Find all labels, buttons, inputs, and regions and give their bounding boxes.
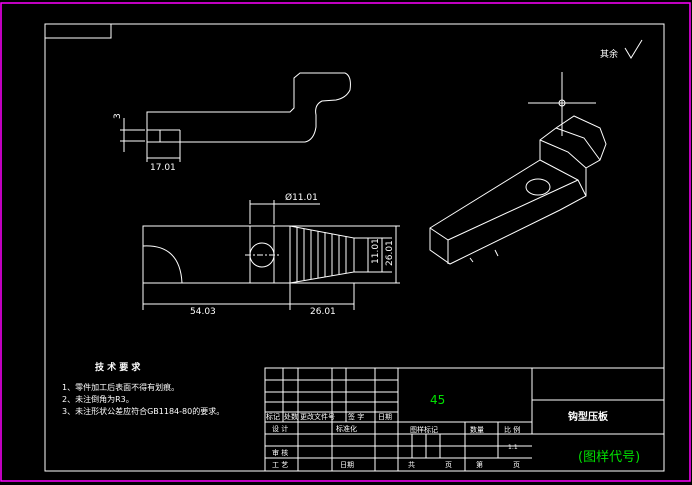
sheet-unit-2: 页 [513, 461, 520, 469]
date-label: 日期 [340, 461, 354, 469]
design-label: 设 计 [272, 424, 288, 433]
hdr-count: 处数 [284, 412, 298, 421]
sheet-unit-1: 页 [445, 461, 452, 469]
dim-cone-large: 26.01 [385, 240, 395, 266]
isometric-view [429, 72, 607, 265]
title-block-grid [264, 367, 665, 472]
scale-label: 比 例 [504, 425, 520, 434]
hdr-change-doc: 更改文件号 [300, 412, 335, 421]
roughness-symbol-icon [624, 39, 643, 59]
quantity-label: 数量 [470, 425, 484, 434]
top-view [120, 72, 351, 162]
dim-cone-small: 11.01 [371, 238, 381, 264]
scale-value: 1:1 [508, 444, 518, 451]
tech-item-3: 3、未注形状公差应符合GB1184-80的要求。 [62, 406, 224, 416]
code-box [44, 23, 112, 39]
dim-top-height: 3 [113, 113, 123, 119]
front-view [142, 200, 400, 310]
stage-mark-label: 图样标记 [410, 425, 438, 434]
dim-bottom-left: 54.03 [190, 307, 216, 317]
dim-hole-dia: Ø11.01 [285, 192, 318, 203]
drawing-code: (图样代号) [578, 450, 640, 465]
roughness-note: 其余 [600, 48, 618, 60]
dim-top-width: 17.01 [150, 163, 176, 173]
sheet-no-label: 第 [476, 460, 483, 469]
sheet-total-label: 共 [408, 460, 415, 469]
standardization-label: 标准化 [336, 424, 357, 433]
dim-bottom-right: 26.01 [310, 307, 336, 317]
hdr-mark: 标记 [266, 412, 280, 421]
part-name: 钩型压板 [568, 410, 609, 423]
tech-item-2: 2、未注倒角为R3。 [62, 394, 134, 404]
tech-item-1: 1、零件加工后表面不得有划痕。 [62, 382, 179, 392]
material-value: 45 [430, 393, 445, 407]
hdr-sign: 签 字 [348, 412, 364, 421]
process-label: 工 艺 [272, 461, 288, 469]
hdr-date: 日期 [378, 413, 392, 421]
tech-title: 技 术 要 求 [95, 361, 141, 373]
check-label: 审 核 [272, 448, 288, 457]
